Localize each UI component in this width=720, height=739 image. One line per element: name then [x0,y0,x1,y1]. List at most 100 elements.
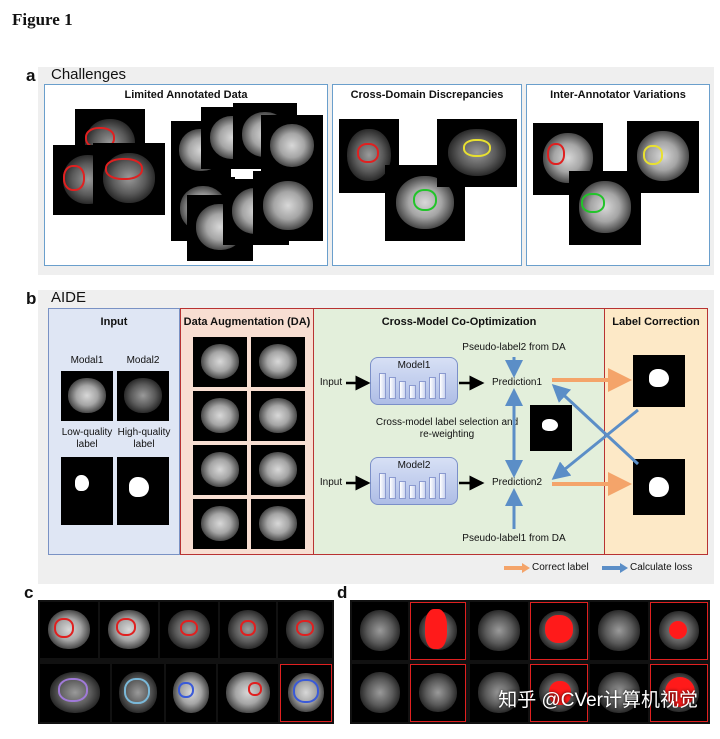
co-optimization-section: Cross-Model Co-Optimization Pseudo-label… [314,308,604,555]
abdominal-ct [218,664,278,722]
prostate-mri [437,119,517,187]
augmented-slice [251,499,305,549]
watermark: 知乎 @CVer计算机视觉 [498,690,698,711]
selection-text: Cross-model label selection and re-weigh… [375,417,519,440]
low-quality-mask [61,457,113,525]
legend-correct-label: Correct label [532,562,589,573]
augmented-slice [193,445,247,495]
legend-correct-icon [504,563,530,573]
panel-b: b AIDE Input Modal1 Modal2 Low-quality l… [26,289,714,584]
modal1-label: Modal1 [70,355,104,366]
liver-contour [116,618,136,636]
prostate-contour [357,143,379,163]
mask-blob [129,477,149,497]
mri-slice [261,115,323,177]
breast-mri-zoom [650,664,708,722]
pseudo-label2-text: Pseudo-label2 from DA [462,342,566,353]
modal2-image [117,371,169,421]
figure-title: Figure 1 [12,10,73,29]
high-quality-mask [117,457,169,525]
prostate-mri [278,602,332,658]
prostate-mri [220,602,276,658]
inter-annotator-box: Inter-Annotator Variations [526,84,710,266]
abdominal-mri [112,664,164,722]
panel-c [38,600,334,724]
correction-arrows [551,368,640,496]
mask-blob [75,475,89,491]
network-layer [439,373,446,399]
panel-b-letter: b [26,289,37,308]
augmented-slice [193,499,247,549]
cross-domain-box: Cross-Domain Discrepancies [332,84,522,266]
panel-d: 知乎 @CVer计算机视觉 [350,600,710,724]
selected-label-image [530,405,572,451]
co-optimization-title: Cross-Model Co-Optimization [381,316,537,328]
panel-a: a Challenges Limited Annotated Data Cros… [26,66,714,275]
tumor-highlight [545,615,573,643]
limited-data-box: Limited Annotated Data [44,84,328,266]
ct-liver [100,602,158,658]
input1-text: Input [319,377,343,388]
network-layer [409,485,416,499]
input2-text: Input [319,477,343,488]
panel-d-letter: d [337,583,348,602]
brain-mri [627,121,699,193]
panel-b-heading: AIDE [51,289,87,306]
breast-mri [352,602,408,660]
mri-slice [93,143,165,215]
tumor-highlight [425,609,447,649]
prostate-contour [240,620,256,636]
label-correction-section: Label Correction [604,308,708,555]
input-section: Input Modal1 Modal2 Low-quality label Hi… [48,308,180,555]
mask-blob [542,419,558,431]
network-layer [399,481,406,499]
brain-mri [569,171,641,245]
tumor-contour [643,145,663,165]
tumor-contour [547,143,565,165]
breast-mri [470,664,528,722]
tumor-contour [581,193,605,213]
legend-loss-label: Calculate loss [630,562,693,573]
prostate-contour [296,620,314,636]
liver-contour [63,165,85,191]
input-title: Input [100,316,128,328]
augmented-slice [251,445,305,495]
network-layer [429,477,436,499]
mask-blob [649,477,669,497]
legend-loss-icon [602,563,628,573]
modal1-image [61,371,113,421]
tumor-contour [293,679,319,703]
tumor-highlight [549,681,571,705]
corrected-label-2 [633,459,685,515]
breast-mri-zoom [650,602,708,660]
prostate-mri [160,602,218,658]
network-layer [429,377,436,399]
model1-block: Model1 [370,357,458,405]
mask-blob [649,369,669,387]
model2-block: Model2 [370,457,458,505]
liver-contour [54,618,74,638]
pseudo-label1-text: Pseudo-label1 from DA [462,533,566,544]
augmented-slice [251,391,305,441]
mri-slice [253,171,323,241]
brain-mri [166,664,216,722]
inter-annotator-title: Inter-Annotator Variations [550,89,686,101]
augmentation-title: Data Augmentation (DA) [183,316,311,328]
abdominal-mri [40,664,110,722]
breast-mri-zoom [530,602,588,660]
prostate-contour [413,189,437,211]
organ-contour [124,678,150,704]
cross-domain-title: Cross-Domain Discrepancies [350,89,504,101]
network-layer [399,381,406,399]
augmentation-section: Data Augmentation (DA) [180,308,314,555]
low-quality-label: Low-quality label [61,427,113,450]
network-layer [419,481,426,499]
tumor-highlight [665,677,695,707]
corrected-label-1 [633,355,685,407]
augmented-slice [193,337,247,387]
breast-mri-zoom [530,664,588,722]
liver-contour [105,158,143,180]
breast-mri-zoom [410,602,466,660]
breast-mri-zoom [410,664,466,722]
network-layer [419,381,426,399]
